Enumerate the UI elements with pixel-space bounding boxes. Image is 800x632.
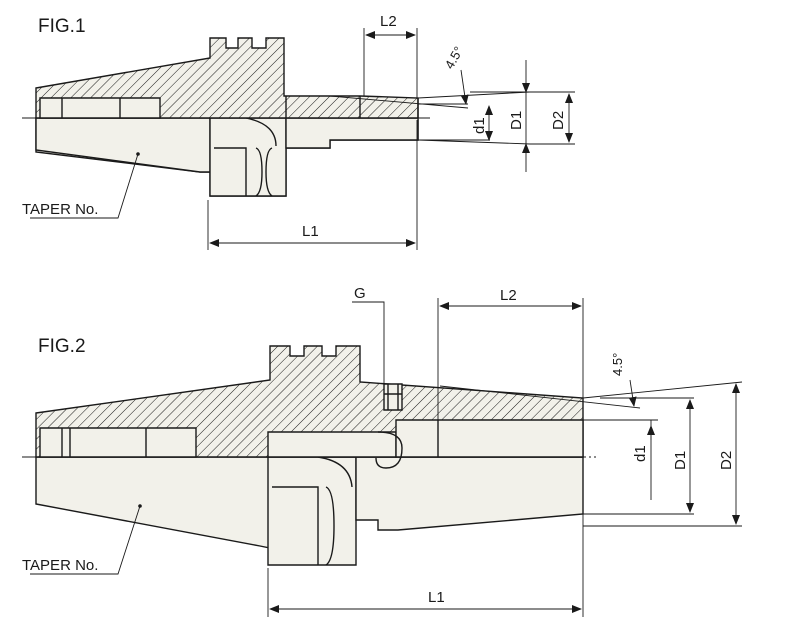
fig1-bore <box>39 97 161 119</box>
fig2-flange-fillet <box>317 456 353 488</box>
fig1-L1-label: L1 <box>302 223 319 240</box>
fig2-shank-lower <box>35 456 271 549</box>
fig2-L1-label: L1 <box>428 589 445 606</box>
fig2-D1-label: D1 <box>672 451 689 470</box>
fig2-taper-leader <box>30 505 141 575</box>
fig2-D2-label: D2 <box>718 451 735 470</box>
fig1-taper-leader <box>30 153 139 219</box>
fig2-bore-steps <box>61 428 147 457</box>
figure-2: FIG.2 TAPER No. G L1 <box>22 285 743 617</box>
fig2-flange-lower <box>267 456 357 566</box>
fig1-collet-seat <box>359 96 419 118</box>
fig2-taper-label: TAPER No. <box>22 557 98 574</box>
fig2-bore <box>39 427 197 458</box>
fig1-flange-notch2 <box>265 147 273 197</box>
fig2-body-bore <box>267 431 397 458</box>
fig1-angle-label: 4.5° <box>442 44 467 72</box>
fig2-G-label: G <box>354 285 366 302</box>
fig1-D1-label: D1 <box>508 111 525 130</box>
fig2-d1-label: d1 <box>632 445 649 462</box>
fig1-flange-groove <box>214 147 247 196</box>
fig2-set-screw <box>383 383 403 411</box>
fig2-G-leader <box>352 301 385 384</box>
fig2-angle-label: 4.5° <box>610 353 625 376</box>
fig1-d1-label: d1 <box>471 117 488 134</box>
fig1-bore-steps <box>61 98 121 118</box>
fig2-title: FIG.2 <box>38 336 86 357</box>
fig1-flange-fillet <box>245 117 277 147</box>
fig1-flange-lower <box>209 117 287 197</box>
fig1-shank-lower <box>35 117 211 173</box>
fig2-flange-groove <box>272 486 319 565</box>
fig2-L2-label: L2 <box>500 287 517 304</box>
fig2-collet-bore <box>395 419 584 458</box>
fig1-taper-label: TAPER No. <box>22 201 98 218</box>
fig1-flange-notch <box>255 147 263 197</box>
figure-1: FIG.1 TAPER No. L1 L2 <box>22 13 575 250</box>
fig2-screw-slot <box>375 431 403 469</box>
fig2-flange-notch <box>325 486 335 566</box>
fig1-D2-label: D2 <box>550 111 567 130</box>
fig1-title: FIG.1 <box>38 16 86 37</box>
fig1-L2-label: L2 <box>380 13 397 30</box>
fig1-nose-lower <box>285 117 419 149</box>
fig2-nose-lower <box>355 456 584 531</box>
